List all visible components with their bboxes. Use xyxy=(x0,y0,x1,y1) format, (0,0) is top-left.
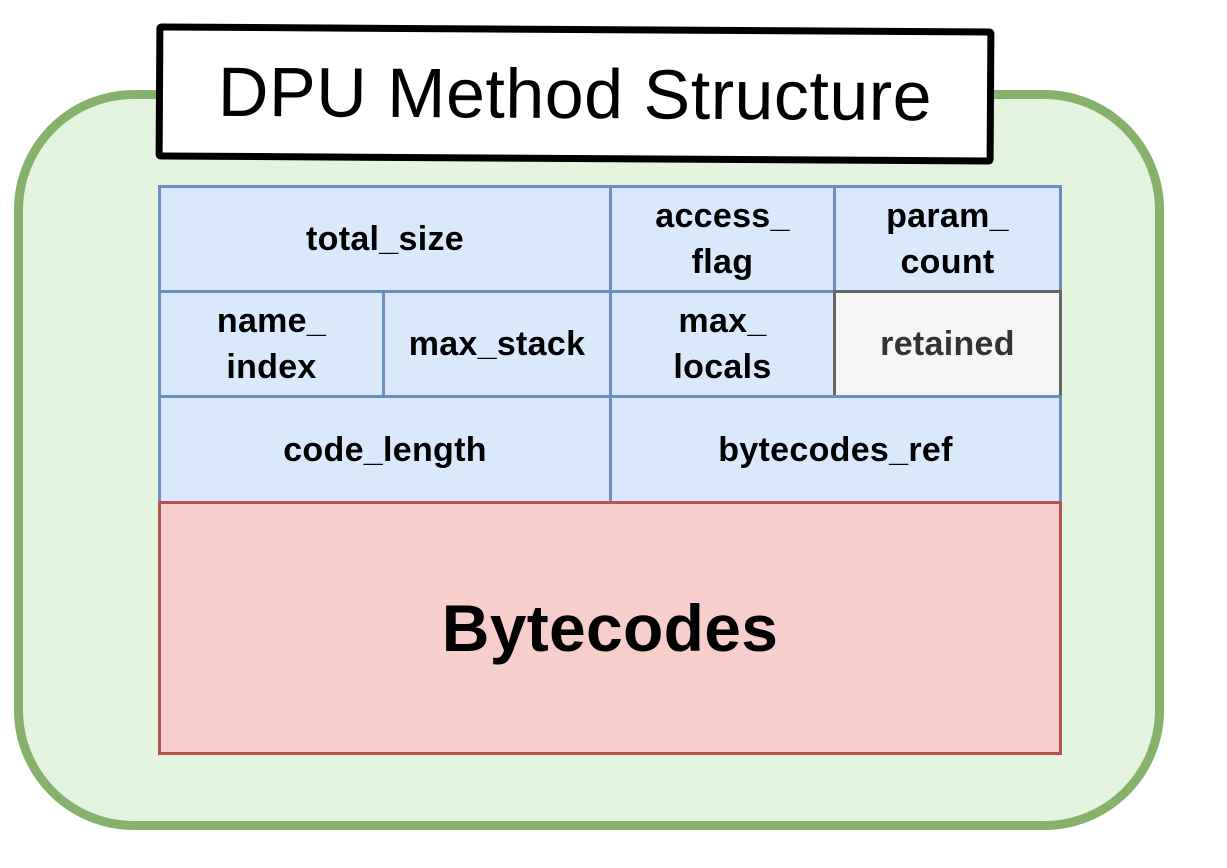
field-bytecodes-ref: bytecodes_ref xyxy=(609,395,1062,504)
field-code-length: code_length xyxy=(158,395,612,504)
field-retained: retained xyxy=(833,290,1062,398)
field-name-index: name_ index xyxy=(158,290,385,398)
field-total-size: total_size xyxy=(158,185,612,293)
bytecodes-block: Bytecodes xyxy=(158,501,1062,755)
title-box: DPU Method Structure xyxy=(155,23,995,165)
field-max-locals: max_ locals xyxy=(609,290,836,398)
field-max-stack: max_stack xyxy=(382,290,612,398)
field-param-count: param_ count xyxy=(833,185,1062,293)
diagram-title: DPU Method Structure xyxy=(217,52,933,136)
field-access-flag: access_ flag xyxy=(609,185,836,293)
